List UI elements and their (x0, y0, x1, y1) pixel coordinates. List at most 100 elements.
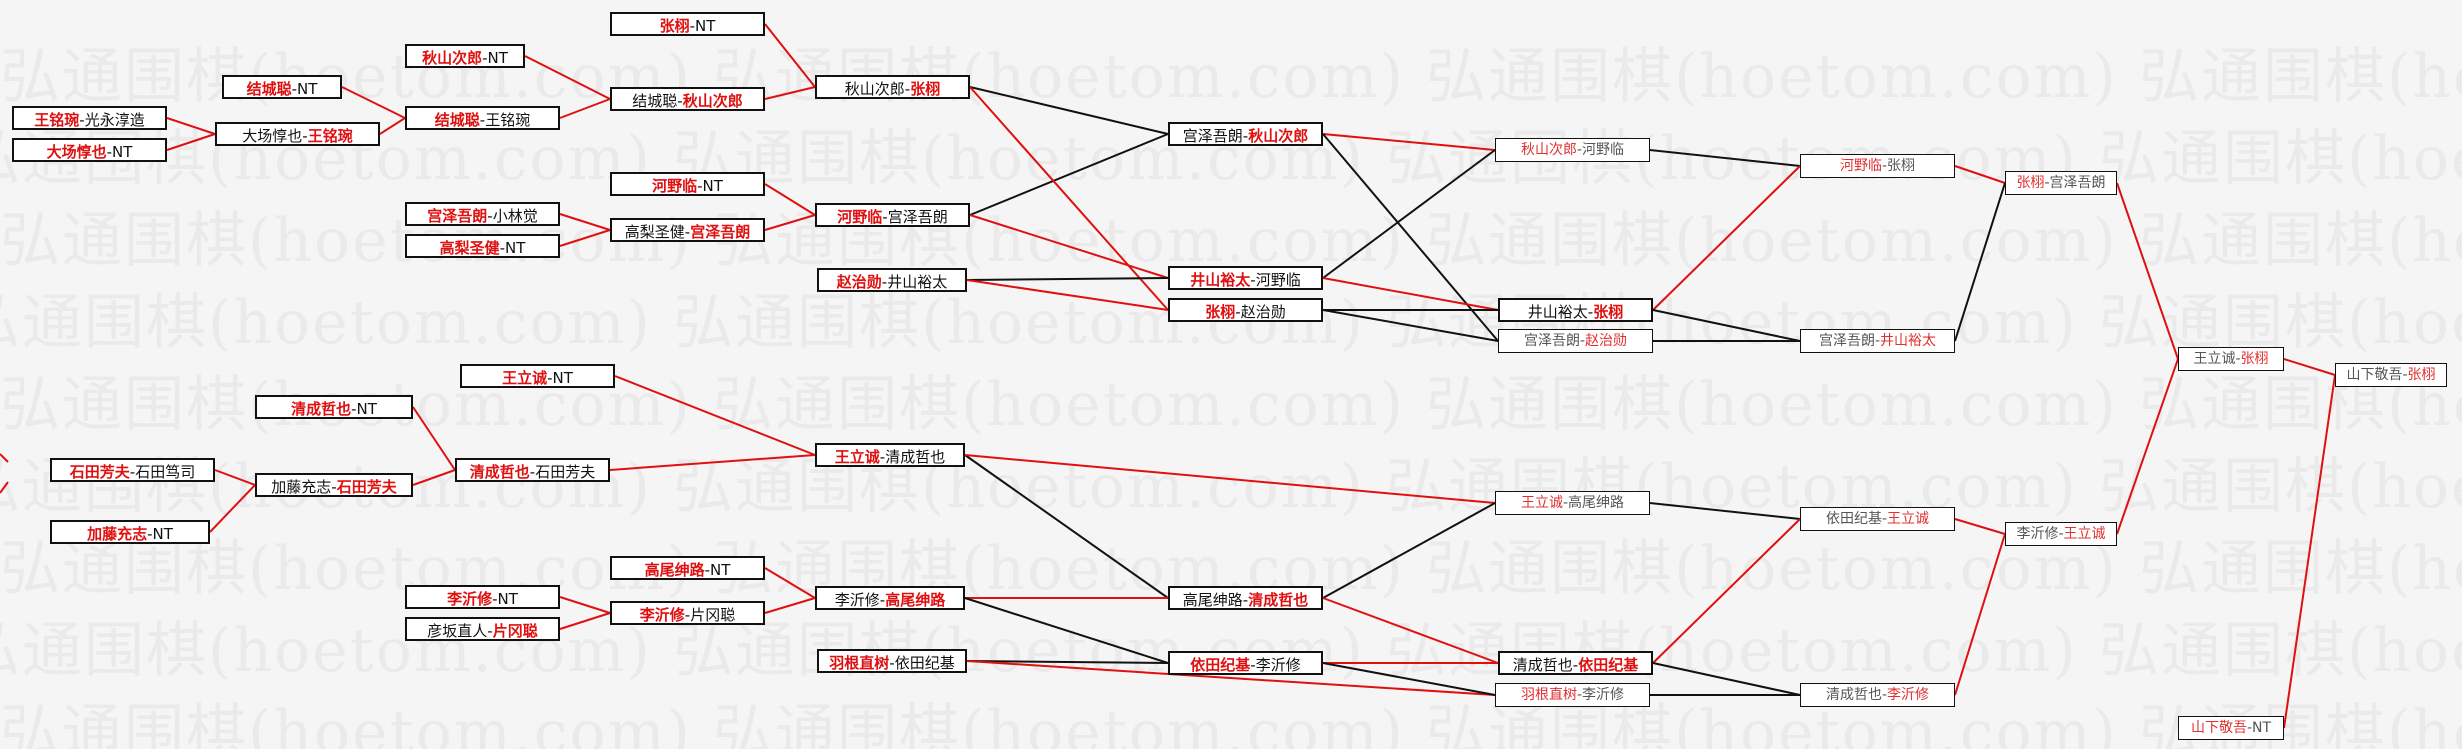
connector-line (209, 484, 256, 533)
connector-line (764, 597, 816, 614)
player-name: 井山裕太 (887, 273, 948, 291)
connector-line (1649, 502, 1801, 520)
player-name: 清成哲也 (1825, 687, 1882, 703)
connector-line (966, 660, 1169, 664)
player-name: NT (497, 590, 518, 608)
player-name: 王立诚 (2193, 351, 2236, 367)
match-box: 李沂修-高尾绅路 (815, 586, 965, 610)
connector-line (2283, 374, 2336, 729)
match-box: 大场惇也-NT (12, 138, 167, 162)
player-name: 片冈聪 (690, 606, 736, 624)
separator: - (79, 111, 85, 129)
match-box: 李沂修-片冈聪 (610, 601, 765, 625)
separator: - (881, 273, 888, 291)
connector-line (966, 279, 1169, 311)
match-box: 王立诚-张栩 (2178, 347, 2284, 371)
separator: - (2058, 526, 2064, 542)
separator: - (499, 239, 506, 257)
player-name: 张栩 (910, 80, 941, 98)
player-name: 宫泽吾朗 (1818, 333, 1875, 349)
connector-line (214, 469, 256, 486)
match-box: 河野临-宫泽吾朗 (815, 203, 970, 227)
player-name: 加藤充志 (271, 478, 332, 496)
separator: - (882, 208, 888, 226)
separator: - (1576, 142, 1583, 158)
connector-line (559, 229, 611, 247)
match-box: 高尾绅路-清成哲也 (1168, 586, 1323, 610)
player-name: 王立诚 (502, 369, 548, 387)
connector-line (1954, 518, 2006, 535)
separator: - (1874, 333, 1881, 349)
player-name: 高尾绅路 (644, 561, 705, 579)
match-box: 高梨圣健-宫泽吾朗 (610, 218, 765, 242)
separator: - (2044, 175, 2050, 191)
separator: - (1587, 303, 1594, 321)
match-box: 王立诚-清成哲也 (815, 443, 965, 467)
separator: - (677, 92, 683, 110)
player-name: 秋山次郎 (682, 92, 743, 110)
separator: - (547, 369, 553, 387)
player-name: 石田芳夫 (336, 478, 397, 496)
connector-line (964, 454, 1169, 599)
separator: - (704, 561, 711, 579)
player-name: 张栩 (2240, 351, 2269, 367)
connector-line (1652, 518, 1801, 664)
connector-line (1322, 133, 1499, 342)
match-box: 张栩-赵治勋 (1168, 298, 1323, 322)
player-name: 河野临 (1839, 158, 1882, 174)
player-name: 井山裕太 (1527, 303, 1588, 321)
connector-line (1322, 149, 1496, 279)
match-box: 山下敬吾-NT (2178, 716, 2284, 740)
player-name: 结城聪 (434, 111, 480, 129)
separator: - (684, 606, 691, 624)
match-box: 清成哲也-NT (255, 395, 413, 419)
match-box: 彦坂直人-片冈聪 (405, 617, 560, 641)
player-name: 赵治勋 (1240, 303, 1286, 321)
connector-line (1322, 662, 1496, 696)
connector-line (964, 454, 1496, 504)
separator: - (697, 177, 703, 195)
player-name: NT (297, 80, 318, 98)
connector-line (969, 133, 1169, 216)
match-box: 王立诚-高尾绅路 (1495, 491, 1650, 515)
connector-line (1649, 149, 1801, 167)
player-name: 李沂修 (1255, 656, 1301, 674)
match-box: 羽根直树-依田纪基 (817, 649, 967, 673)
player-name: NT (505, 239, 526, 257)
separator: - (1579, 333, 1586, 349)
separator: - (2402, 367, 2408, 383)
player-name: 依田纪基 (1825, 511, 1882, 527)
connector-line (1322, 277, 1499, 311)
player-name: NT (695, 17, 716, 35)
player-name: 清成哲也 (469, 463, 530, 481)
player-name: 河野临 (1255, 271, 1301, 289)
match-box: 清成哲也-石田芳夫 (455, 458, 610, 482)
connector-line (764, 23, 816, 88)
separator: - (904, 80, 911, 98)
match-box: 李沂修-王立诚 (2005, 522, 2117, 546)
player-name: 井山裕太 (1880, 333, 1937, 349)
player-name: 王立诚 (1887, 511, 1930, 527)
match-box: 高梨圣健-NT (405, 234, 560, 258)
connector-line (969, 86, 1169, 135)
connector-line (1954, 533, 2006, 696)
separator: - (1242, 591, 1249, 609)
match-box: 宫泽吾朗-小林觉 (405, 202, 560, 226)
connector-line (379, 117, 406, 135)
match-box: 羽根直树-李沂修 (1495, 683, 1650, 707)
match-box: 山下敬吾-张栩 (2335, 363, 2447, 387)
player-name: 王立诚 (1520, 495, 1563, 511)
player-name: NT (112, 143, 133, 161)
match-box: 依田纪基-王立诚 (1800, 507, 1955, 531)
separator: - (1881, 158, 1888, 174)
match-box: 清成哲也-依田纪基 (1498, 651, 1653, 675)
player-name: 李沂修 (1582, 687, 1625, 703)
separator: - (487, 207, 493, 225)
player-name: 赵治勋 (1585, 333, 1628, 349)
match-box: 李沂修-NT (405, 585, 560, 609)
separator: - (689, 17, 696, 35)
player-name: 宫泽吾朗 (427, 207, 488, 225)
match-box: 秋山次郎-张栩 (815, 75, 970, 99)
connector-line (966, 660, 1496, 696)
connector-line (764, 86, 816, 100)
